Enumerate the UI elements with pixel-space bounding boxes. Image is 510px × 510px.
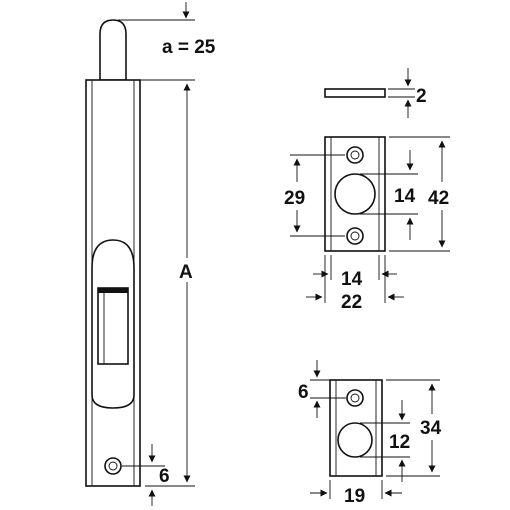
dim-pin-travel-label: a = 25 [162, 37, 216, 58]
dim-bolt-hole-offset: 6 [122, 444, 170, 506]
dim-keep-height-label: 42 [428, 188, 449, 209]
dim-keep-width-label: 22 [341, 292, 362, 313]
dim-bolt-hole-offset-label: 6 [159, 466, 170, 487]
dim-socket-height-label: 34 [420, 418, 442, 439]
keep-plate [324, 136, 386, 252]
dim-keep-bore-label: 14 [394, 186, 416, 207]
dim-plate-thickness-label: 2 [416, 86, 427, 107]
bolt-knob-shadow [98, 288, 128, 293]
dim-keep-bore: 14 [360, 150, 418, 240]
dim-keep-width: 22 [306, 255, 404, 313]
keep-bore [334, 173, 376, 215]
bolt-screw-hole [104, 457, 122, 475]
dim-socket-height: 34 [386, 379, 442, 477]
dim-socket-hole-offset-label: 6 [298, 382, 309, 403]
bolt-screw-hole-inner [108, 461, 118, 471]
keep-bottom-screw-hole [346, 227, 364, 245]
floor-socket [329, 379, 383, 477]
dim-socket-hole-offset: 6 [298, 360, 346, 418]
dim-socket-bore: 12 [360, 400, 410, 482]
dim-socket-width-label: 19 [344, 486, 365, 507]
keep-top-screw-hole [346, 146, 364, 164]
dim-bolt-length: A [130, 79, 195, 487]
dim-keep-hole-width-label: 14 [341, 269, 363, 290]
flat-plate: 2 [324, 68, 427, 118]
dim-keep-hole-width: 14 [313, 255, 397, 290]
dim-keep-hole-pitch-label: 29 [284, 188, 305, 209]
socket-screw-hole [346, 389, 364, 407]
bolt-knob [97, 287, 129, 365]
dim-pin-travel: a = 25 [118, 2, 216, 58]
bolt-pin [99, 19, 127, 81]
dim-keep-hole-pitch: 29 [284, 154, 345, 237]
dim-socket-bore-label: 12 [389, 432, 410, 453]
flat-plate-profile [324, 88, 386, 98]
flush-bolt [85, 19, 141, 487]
dim-bolt-length-label: A [179, 262, 193, 283]
dim-socket-width: 19 [310, 480, 402, 507]
socket-bore [337, 422, 373, 458]
dim-keep-height: 42 [389, 136, 450, 252]
